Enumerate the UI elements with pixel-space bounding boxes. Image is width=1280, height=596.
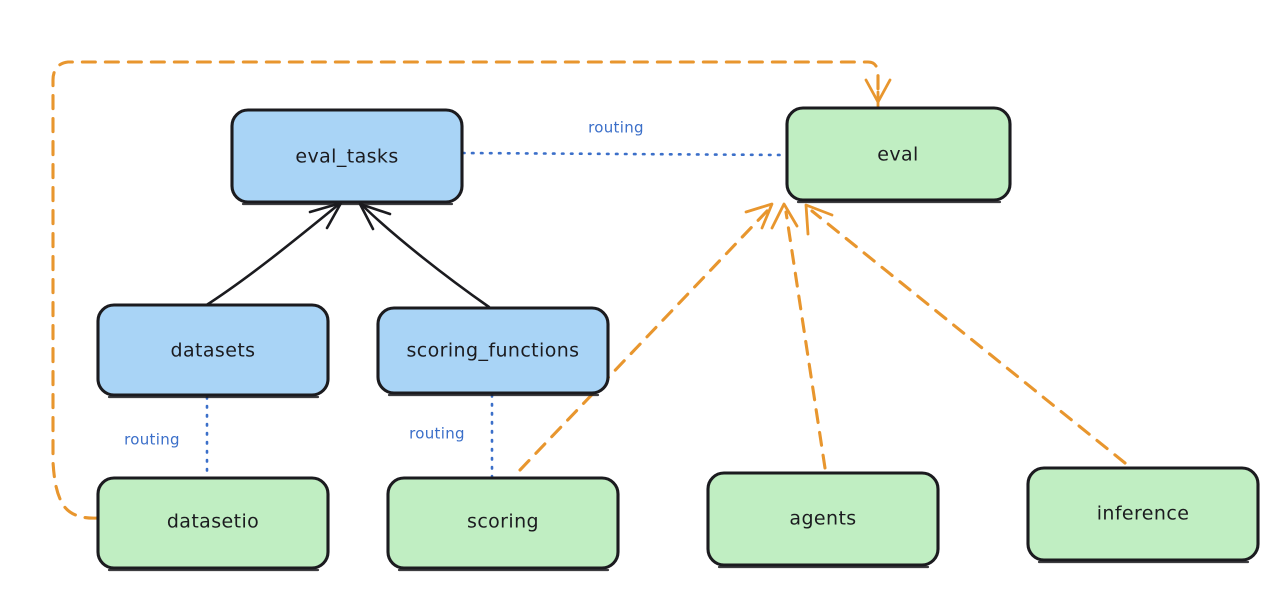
node-eval[interactable]: eval bbox=[785, 106, 1012, 204]
node-scoring-functions[interactable]: scoring_functions bbox=[376, 306, 610, 397]
edge-scoring-functions-to-eval-tasks bbox=[358, 202, 491, 309]
node-scoring-shape[interactable] bbox=[386, 476, 620, 570]
node-datasetio[interactable]: datasetio bbox=[96, 476, 330, 572]
node-agents-shape[interactable] bbox=[706, 471, 940, 567]
node-inference-label: inference bbox=[1097, 503, 1190, 525]
node-eval-tasks-shape[interactable] bbox=[230, 108, 464, 204]
node-agents[interactable]: agents bbox=[706, 471, 940, 569]
edge-label-routing-datasetio: routing bbox=[124, 431, 180, 449]
edge-label-routing-eval: routing bbox=[588, 119, 644, 137]
node-scoring-label: scoring bbox=[467, 511, 539, 533]
node-scoring-functions-shape[interactable] bbox=[376, 306, 610, 395]
edge-eval-tasks-to-eval: routing bbox=[461, 119, 788, 157]
node-datasets-label: datasets bbox=[171, 340, 256, 362]
node-inference[interactable]: inference bbox=[1026, 466, 1260, 564]
node-scoring[interactable]: scoring bbox=[386, 476, 620, 572]
node-eval-label: eval bbox=[877, 144, 918, 166]
node-agents-label: agents bbox=[789, 508, 856, 530]
edge-scoring-functions-to-scoring: routing bbox=[409, 393, 494, 479]
edge-inference-to-eval bbox=[804, 203, 1127, 465]
node-inference-shape[interactable] bbox=[1026, 466, 1260, 562]
edge-scoring-to-eval bbox=[518, 202, 774, 472]
node-datasets-shape[interactable] bbox=[96, 303, 330, 397]
edge-agents-to-eval bbox=[770, 202, 827, 470]
node-eval-tasks-label: eval_tasks bbox=[295, 146, 398, 168]
node-eval-shape[interactable] bbox=[785, 106, 1012, 202]
edge-datasets-to-eval-tasks bbox=[203, 201, 343, 308]
node-datasetio-label: datasetio bbox=[167, 511, 259, 533]
node-datasetio-shape[interactable] bbox=[96, 476, 330, 570]
edge-label-routing-scoring: routing bbox=[409, 425, 465, 443]
node-scoring-functions-label: scoring_functions bbox=[407, 340, 580, 362]
edge-datasets-to-datasetio: routing bbox=[124, 395, 209, 479]
node-eval-tasks[interactable]: eval_tasks bbox=[230, 108, 464, 206]
node-datasets[interactable]: datasets bbox=[96, 303, 330, 399]
edge-datasetio-eval bbox=[51, 60, 892, 520]
